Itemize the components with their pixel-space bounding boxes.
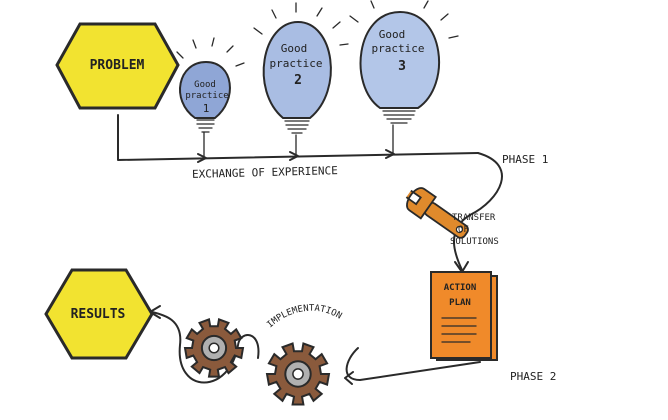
bulb-3-number: 3 — [398, 59, 406, 74]
results-hexagon — [44, 268, 154, 360]
bulb-1-line1: Good — [194, 80, 216, 90]
bulb-2-rays — [253, 2, 349, 46]
action-plan-line1: ACTION — [444, 283, 477, 293]
bulb-3-rays — [349, 0, 459, 39]
bulb-1-glass — [179, 60, 231, 119]
bulb-1-screw — [196, 119, 215, 133]
bulb-1-line2: practice — [185, 91, 228, 101]
gear-hole — [292, 368, 304, 380]
action-plan-line2: PLAN — [449, 298, 471, 308]
problem-label: PROBLEM — [90, 58, 145, 73]
gear-icon-left — [183, 318, 245, 378]
arrowhead-3 — [385, 149, 395, 159]
transfer-label-1: TRANSFER — [452, 213, 496, 223]
action-plan-lines — [441, 317, 477, 343]
bulb-2: Good practice 2 — [253, 2, 349, 134]
bulb-2-screw — [284, 120, 310, 134]
exchange-label: EXCHANGE OF EXPERIENCE — [192, 164, 338, 181]
wrench-icon — [405, 187, 469, 239]
bulb-2-number: 2 — [294, 73, 302, 88]
gear-hole — [208, 342, 220, 354]
implementation-line — [345, 347, 481, 381]
bulb-1-rays — [176, 37, 245, 67]
transfer-label-2: OF — [458, 225, 469, 235]
phase1-curve — [453, 152, 503, 271]
bulb-3-line2: practice — [372, 42, 425, 55]
gear-loop — [151, 311, 260, 384]
transfer-label-3: SOLUTIONS — [450, 237, 499, 247]
arrowhead-1 — [197, 153, 207, 163]
impl-arrowhead — [344, 371, 354, 385]
bulb-2-glass — [262, 20, 332, 119]
bulb-2-line2: practice — [270, 57, 323, 70]
phase1-label: PHASE 1 — [502, 153, 548, 166]
implementation-text: IMPLEMENTATION — [265, 304, 343, 331]
problem-node: PROBLEM — [55, 22, 180, 110]
bulb-1: Good practice 1 — [176, 37, 245, 133]
gear-icon-right — [265, 342, 331, 406]
exchange-line — [117, 114, 479, 161]
problem-hexagon — [55, 22, 180, 110]
bulb-3: Good practice 3 — [349, 0, 459, 124]
implementation-label: IMPLEMENTATION — [265, 304, 343, 331]
results-label: RESULTS — [71, 307, 126, 322]
bulb-3-line1: Good — [379, 28, 406, 41]
phase2-label: PHASE 2 — [510, 370, 556, 383]
bulb-1-number: 1 — [203, 102, 210, 115]
bulb-3-glass — [359, 10, 440, 109]
results-node: RESULTS — [44, 268, 154, 360]
bulb-2-line1: Good — [281, 42, 308, 55]
action-plan-node: ACTION PLAN — [430, 271, 498, 361]
arrowhead-2 — [289, 151, 299, 161]
bulb-3-screw — [382, 110, 416, 124]
